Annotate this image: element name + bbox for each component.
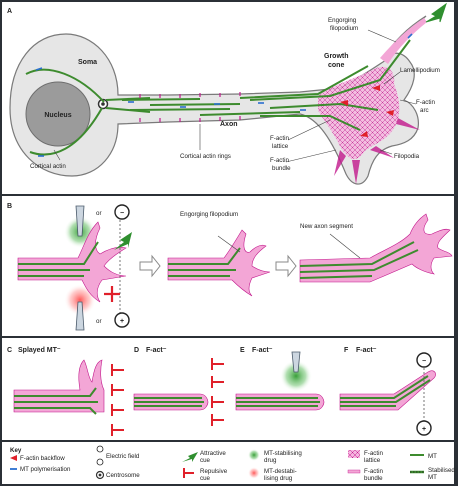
panel-cdef-background: [2, 338, 454, 440]
centrosome-core: [101, 102, 105, 106]
panel-f-label: F-act⁻: [356, 347, 377, 354]
plus-electrode-label: +: [120, 318, 124, 325]
soma-label: Soma: [78, 59, 97, 66]
key-item-8a: F-actin: [364, 450, 383, 457]
panel-b-letter: B: [7, 203, 12, 210]
factin-bundle-label-1: F-actin: [270, 157, 289, 164]
key-item-10: MT: [428, 453, 437, 460]
engorging-label-2: filopodium: [330, 25, 358, 32]
factin-lattice-label-1: F-actin: [270, 135, 289, 142]
key-item-11b: MT: [428, 474, 437, 481]
key-title: Key: [10, 447, 22, 454]
key-item-4a: Attractive: [200, 450, 226, 457]
panel-a-letter: A: [7, 8, 12, 15]
mt-stabilising-key-icon: [248, 449, 260, 461]
key-item-5a: Repulsive: [200, 468, 228, 475]
key-item-0: F-actin backflow: [20, 455, 65, 462]
minus-electrode-label: −: [120, 210, 124, 217]
panel-e-letter: E: [240, 347, 245, 354]
f-minus-label: −: [422, 358, 426, 365]
factin-bundle-key-icon: [348, 470, 360, 473]
panel-f-letter: F: [344, 347, 349, 354]
engorging-label-b: Engorging filopodium: [180, 211, 238, 218]
factin-arc-label-1: F-actin: [416, 99, 435, 106]
centrosome-key-icon: [97, 472, 104, 479]
or-bottom: or: [96, 318, 102, 325]
panel-d-letter: D: [134, 347, 139, 354]
cortical-actin-label: Cortical actin: [30, 163, 66, 170]
key-item-9a: F-actin: [364, 468, 383, 475]
new-axon-label: New axon segment: [300, 223, 353, 230]
key-item-8b: lattice: [364, 457, 381, 464]
factin-lattice-key-icon: [348, 450, 360, 458]
panel-e-label: F-act⁻: [252, 347, 273, 354]
key-item-4b: cue: [200, 457, 211, 464]
key-item-2: Electric field: [106, 453, 140, 460]
filopodia-label: Filopodia: [394, 153, 420, 160]
factin-bundle-label-2: bundle: [272, 165, 291, 172]
or-top: or: [96, 210, 102, 217]
panel-b: B − + or or Engorging filopodium: [2, 196, 454, 336]
panel-c-letter: C: [7, 347, 12, 354]
key-item-9b: bundle: [364, 475, 383, 482]
panel-cdef: C Splayed MT⁻ D F-act⁻ E F-act⁻ F: [2, 338, 454, 440]
key-item-11a: Stabilised: [428, 467, 455, 474]
factin-lattice-label-2: lattice: [272, 143, 289, 150]
key-item-7b: lising drug: [264, 475, 293, 482]
nucleus-label: Nucleus: [44, 112, 71, 119]
factin-arc-label-2: arc: [420, 107, 429, 114]
panel-d-label: F-act⁻: [146, 347, 167, 354]
growth-cone-label-1: Growth: [324, 53, 349, 60]
growth-cone-label-2: cone: [328, 62, 344, 69]
key-item-1: MT polymerisation: [20, 466, 71, 473]
mt-destabilising-key-icon: [248, 467, 260, 479]
engorging-label-1: Engorging: [328, 17, 357, 24]
key-panel: Key F-actin backflow MT polymerisation E…: [2, 442, 455, 484]
key-background: [2, 442, 454, 484]
key-item-3: Centrosome: [106, 472, 140, 479]
panel-a: A Nucleus Soma: [2, 2, 454, 194]
panel-c-label: Splayed MT⁻: [18, 347, 61, 354]
lamellipodium-label: Lamellipodium: [400, 67, 440, 74]
cortical-rings-label: Cortical actin rings: [180, 153, 231, 160]
key-item-7a: MT-destabi-: [264, 468, 297, 475]
key-item-6b: drug: [264, 457, 277, 464]
key-item-5b: cue: [200, 475, 211, 482]
axon-label: Axon: [220, 121, 238, 128]
f-plus-label: +: [422, 426, 426, 433]
key-item-6a: MT-stabilising: [264, 450, 302, 457]
